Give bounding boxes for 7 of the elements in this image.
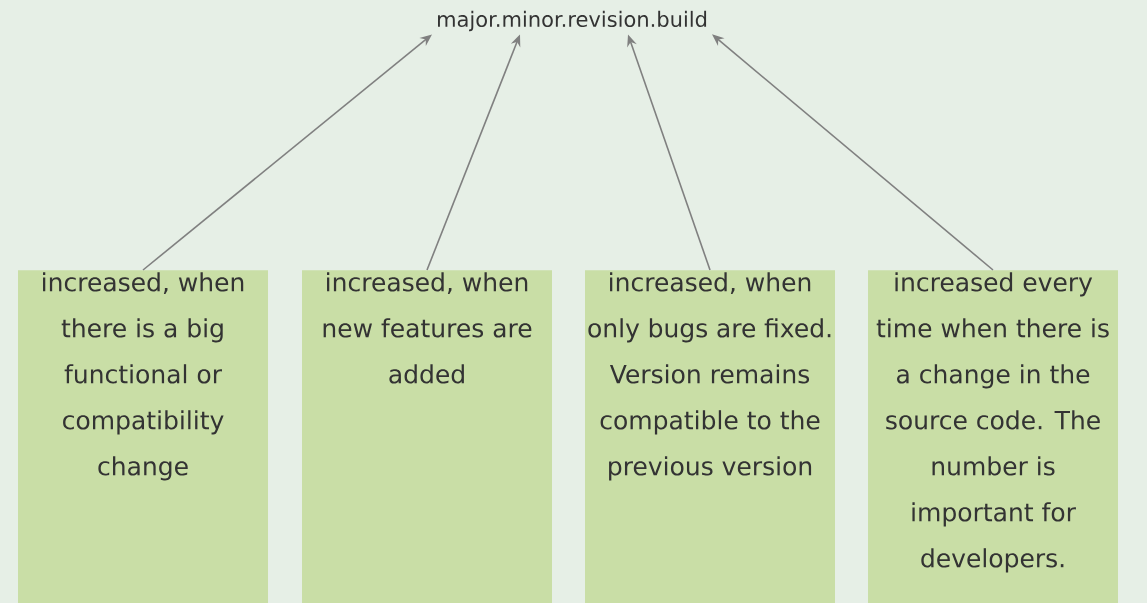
- text-box: increased every time when there is a change in the source code. The number is important for developers.: [868, 270, 1118, 603]
- version-format-text: major.minor.revision.build: [438, 10, 707, 32]
- text-box: increased, when there is a big functional or compatibility change: [18, 270, 268, 603]
- arrow: [712, 34, 994, 271]
- text-box: increased, when new features are added: [302, 270, 552, 603]
- text-box: increased, when only bugs are fixed. Version remains compatible to the previous version: [585, 270, 835, 603]
- arrow: [142, 34, 432, 271]
